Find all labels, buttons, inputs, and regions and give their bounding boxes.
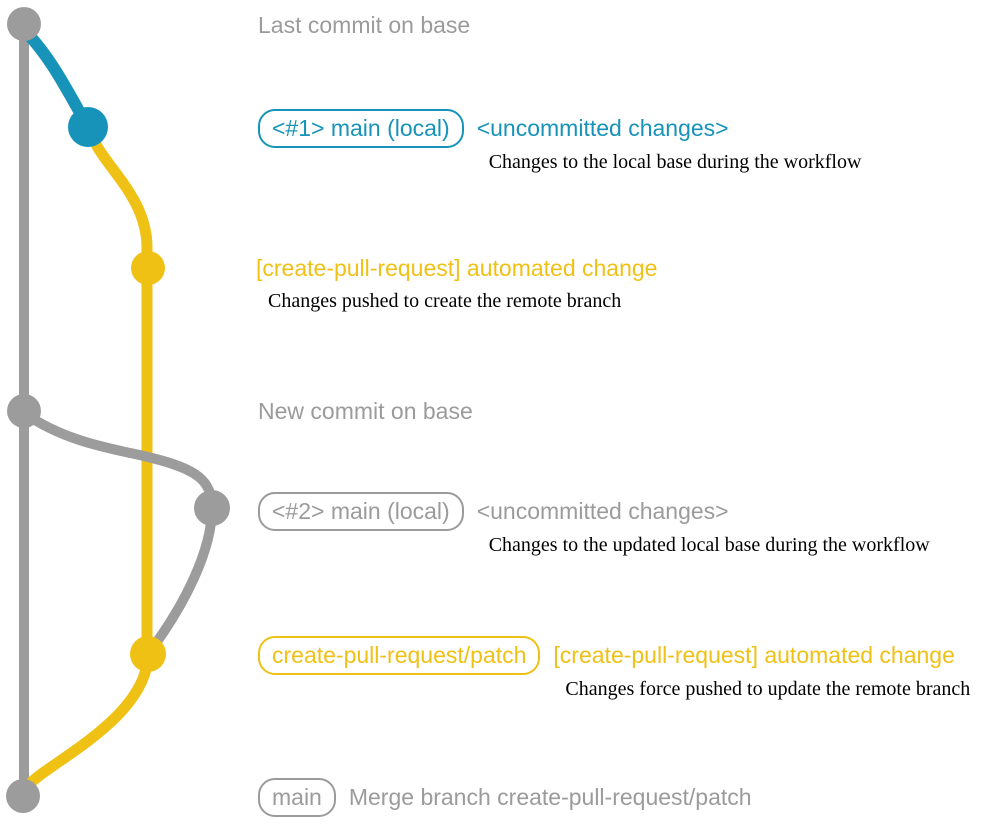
- main-local-2-title: <uncommitted changes>: [476, 498, 729, 524]
- commit-node-main-local-2: [194, 490, 230, 526]
- automated-change-1-text: [create-pull-request] automated change C…: [256, 254, 657, 313]
- main-local-2-row: <#2> main (local) <uncommitted changes> …: [258, 492, 930, 557]
- automated-change-1-description: Changes pushed to create the remote bran…: [268, 290, 622, 312]
- main-local-2-branch-badge: <#2> main (local): [258, 492, 464, 531]
- main-local-1-text: <uncommitted changes> Changes to the loc…: [477, 109, 862, 174]
- main-local-1-row: <#1> main (local) <uncommitted changes> …: [258, 109, 861, 174]
- main-local-branch-curve-2: [19, 408, 218, 659]
- commit-node-merge: [6, 779, 40, 813]
- commit-node-main-local-1: [68, 107, 108, 147]
- commit-node-automated-1: [131, 251, 165, 285]
- commit-node-automated-2: [130, 636, 166, 672]
- commit-node-new-base: [7, 394, 41, 428]
- automated-change-2-description: Changes force pushed to update the remot…: [565, 678, 971, 700]
- automated-change-2-title: [create-pull-request] automated change: [553, 642, 955, 668]
- main-local-1-branch-badge: <#1> main (local): [258, 109, 464, 148]
- main-local-2-text: <uncommitted changes> Changes to the upd…: [477, 492, 930, 557]
- git-graph: [6, 7, 230, 813]
- patch-merge-curve: [17, 648, 154, 802]
- automated-change-1-title: [create-pull-request] automated change: [256, 255, 658, 281]
- patch-branch-badge: create-pull-request/patch: [258, 636, 541, 675]
- merge-title: Merge branch create-pull-request/patch: [348, 784, 752, 810]
- merge-row: main Merge branch create-pull-request/pa…: [258, 778, 752, 817]
- new-commit-heading: New commit on base: [258, 398, 473, 424]
- automated-change-2-row: create-pull-request/patch [create-pull-r…: [258, 636, 970, 701]
- automated-change-2-text: [create-pull-request] automated change C…: [553, 636, 970, 701]
- main-local-2-description: Changes to the updated local base during…: [488, 534, 930, 556]
- last-commit-heading: Last commit on base: [258, 12, 471, 38]
- patch-branch-line: [82, 121, 153, 661]
- commit-node-last-base: [7, 7, 41, 41]
- main-local-1-title: <uncommitted changes>: [476, 115, 729, 141]
- main-local-1-description: Changes to the local base during the wor…: [488, 151, 862, 173]
- automated-change-1-row: [create-pull-request] automated change C…: [256, 254, 657, 313]
- main-branch-badge: main: [258, 778, 336, 817]
